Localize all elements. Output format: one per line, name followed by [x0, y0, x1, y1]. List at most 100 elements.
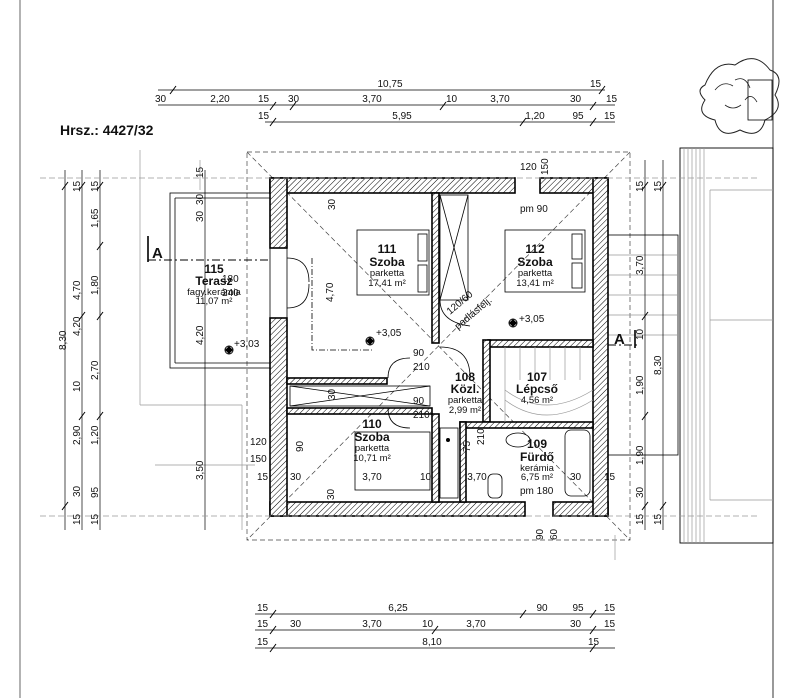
svg-text:30: 30	[570, 619, 582, 630]
svg-text:10,71 m²: 10,71 m²	[353, 453, 391, 464]
svg-text:5,95: 5,95	[392, 111, 412, 122]
dims-bottom: 15 6,25 90 95 15 15 30 3,70 10 3,70 30 1…	[257, 603, 616, 648]
svg-text:115: 115	[204, 262, 224, 276]
svg-text:109: 109	[527, 437, 547, 451]
svg-text:15: 15	[635, 180, 646, 192]
dims-right: 15 3,70 10 1,90 1,90 30 15 15 8,30 15	[635, 180, 664, 525]
svg-text:90: 90	[535, 528, 546, 540]
svg-text:30: 30	[635, 486, 646, 498]
svg-text:15: 15	[604, 111, 616, 122]
bed-110	[354, 431, 431, 491]
section-mark-right: A	[614, 331, 625, 348]
svg-text:15: 15	[653, 513, 664, 525]
svg-text:15: 15	[258, 111, 270, 122]
wardrobe-111	[439, 194, 469, 301]
svg-text:8,10: 8,10	[422, 637, 442, 648]
interior-stair	[489, 346, 594, 423]
svg-text:15: 15	[258, 94, 270, 105]
svg-text:10,75: 10,75	[377, 79, 402, 90]
svg-text:15: 15	[72, 180, 83, 192]
svg-text:90: 90	[536, 603, 548, 614]
section-line-a	[147, 236, 640, 348]
svg-text:15: 15	[604, 472, 616, 483]
note-pm180: pm 180	[520, 486, 554, 497]
svg-text:1,20: 1,20	[90, 425, 101, 445]
svg-text:Fürdő: Fürdő	[520, 450, 554, 464]
svg-text:3,70: 3,70	[490, 94, 510, 105]
svg-text:15: 15	[604, 619, 616, 630]
level-terrace: +3,03	[234, 339, 260, 350]
svg-text:2,20: 2,20	[210, 94, 230, 105]
svg-text:95: 95	[572, 111, 584, 122]
dims-inner: 120 150 180 240 4,70 90 210 90 210 120 1…	[222, 158, 616, 540]
svg-text:3,70: 3,70	[362, 619, 382, 630]
svg-text:30: 30	[327, 388, 338, 400]
svg-text:kerámia: kerámia	[520, 463, 555, 474]
svg-text:17,41 m²: 17,41 m²	[368, 278, 406, 289]
svg-text:210: 210	[413, 410, 430, 421]
svg-text:15: 15	[606, 94, 618, 105]
svg-text:parketta: parketta	[448, 395, 483, 406]
svg-text:6,25: 6,25	[388, 603, 408, 614]
svg-text:15: 15	[257, 472, 269, 483]
svg-text:15: 15	[653, 180, 664, 192]
door-swings	[286, 248, 471, 429]
svg-text:10: 10	[420, 472, 432, 483]
svg-text:90: 90	[295, 440, 306, 452]
svg-text:2,99 m²: 2,99 m²	[449, 405, 481, 416]
svg-text:15: 15	[72, 513, 83, 525]
svg-text:3,70: 3,70	[467, 472, 487, 483]
svg-text:4,20: 4,20	[195, 325, 206, 345]
tree-symbol	[699, 58, 780, 134]
svg-text:120: 120	[250, 437, 267, 448]
svg-text:1,65: 1,65	[90, 208, 101, 228]
svg-text:Közl.: Közl.	[451, 382, 480, 396]
room-label-111: 111 Szoba parketta 17,41 m²	[368, 242, 406, 289]
svg-text:parketta: parketta	[355, 443, 390, 454]
roof-outline	[246, 151, 631, 541]
svg-text:Szoba: Szoba	[354, 430, 390, 444]
svg-text:4,70: 4,70	[72, 280, 83, 300]
svg-text:3,70: 3,70	[466, 619, 486, 630]
svg-text:3,70: 3,70	[635, 255, 646, 275]
svg-text:Lépcső: Lépcső	[516, 382, 558, 396]
bed-112	[504, 229, 586, 293]
svg-text:90: 90	[413, 396, 425, 407]
svg-text:150: 150	[250, 454, 267, 465]
svg-text:30: 30	[195, 193, 206, 205]
dim-ticks	[61, 85, 667, 653]
svg-text:3,70: 3,70	[362, 472, 382, 483]
svg-text:110: 110	[362, 417, 382, 431]
svg-text:4,20: 4,20	[72, 316, 83, 336]
room-label-110: 110 Szoba parketta 10,71 m²	[353, 417, 391, 464]
ceiling-line	[311, 258, 372, 351]
svg-text:108: 108	[455, 370, 475, 384]
page-title: Hrsz.: 4427/32	[60, 122, 154, 138]
bath-fixtures	[446, 429, 591, 499]
svg-text:8,30: 8,30	[58, 330, 69, 350]
terrace-outline	[169, 192, 271, 369]
level-112: +3,05	[519, 314, 545, 325]
svg-text:90: 90	[413, 348, 425, 359]
svg-text:15: 15	[635, 513, 646, 525]
svg-text:parketta: parketta	[518, 268, 553, 279]
svg-text:3,50: 3,50	[195, 460, 206, 480]
svg-text:Szoba: Szoba	[517, 255, 553, 269]
site-lines	[139, 150, 616, 560]
svg-text:1,20: 1,20	[525, 111, 545, 122]
svg-text:30: 30	[326, 488, 337, 500]
svg-text:30: 30	[570, 94, 582, 105]
svg-text:30: 30	[570, 472, 582, 483]
svg-text:10: 10	[635, 328, 646, 340]
svg-text:15: 15	[604, 603, 616, 614]
svg-text:15: 15	[257, 603, 269, 614]
svg-text:180: 180	[222, 274, 239, 285]
dims-top: 10,75 15 30 2,20 15 30 3,70 10 3,70 30 1…	[155, 79, 618, 122]
svg-text:4,56 m²: 4,56 m²	[521, 395, 553, 406]
svg-text:15: 15	[588, 637, 600, 648]
svg-text:75: 75	[462, 440, 473, 452]
svg-text:10: 10	[446, 94, 458, 105]
svg-text:fagy.kerámia: fagy.kerámia	[187, 287, 241, 298]
svg-text:10: 10	[72, 380, 83, 392]
